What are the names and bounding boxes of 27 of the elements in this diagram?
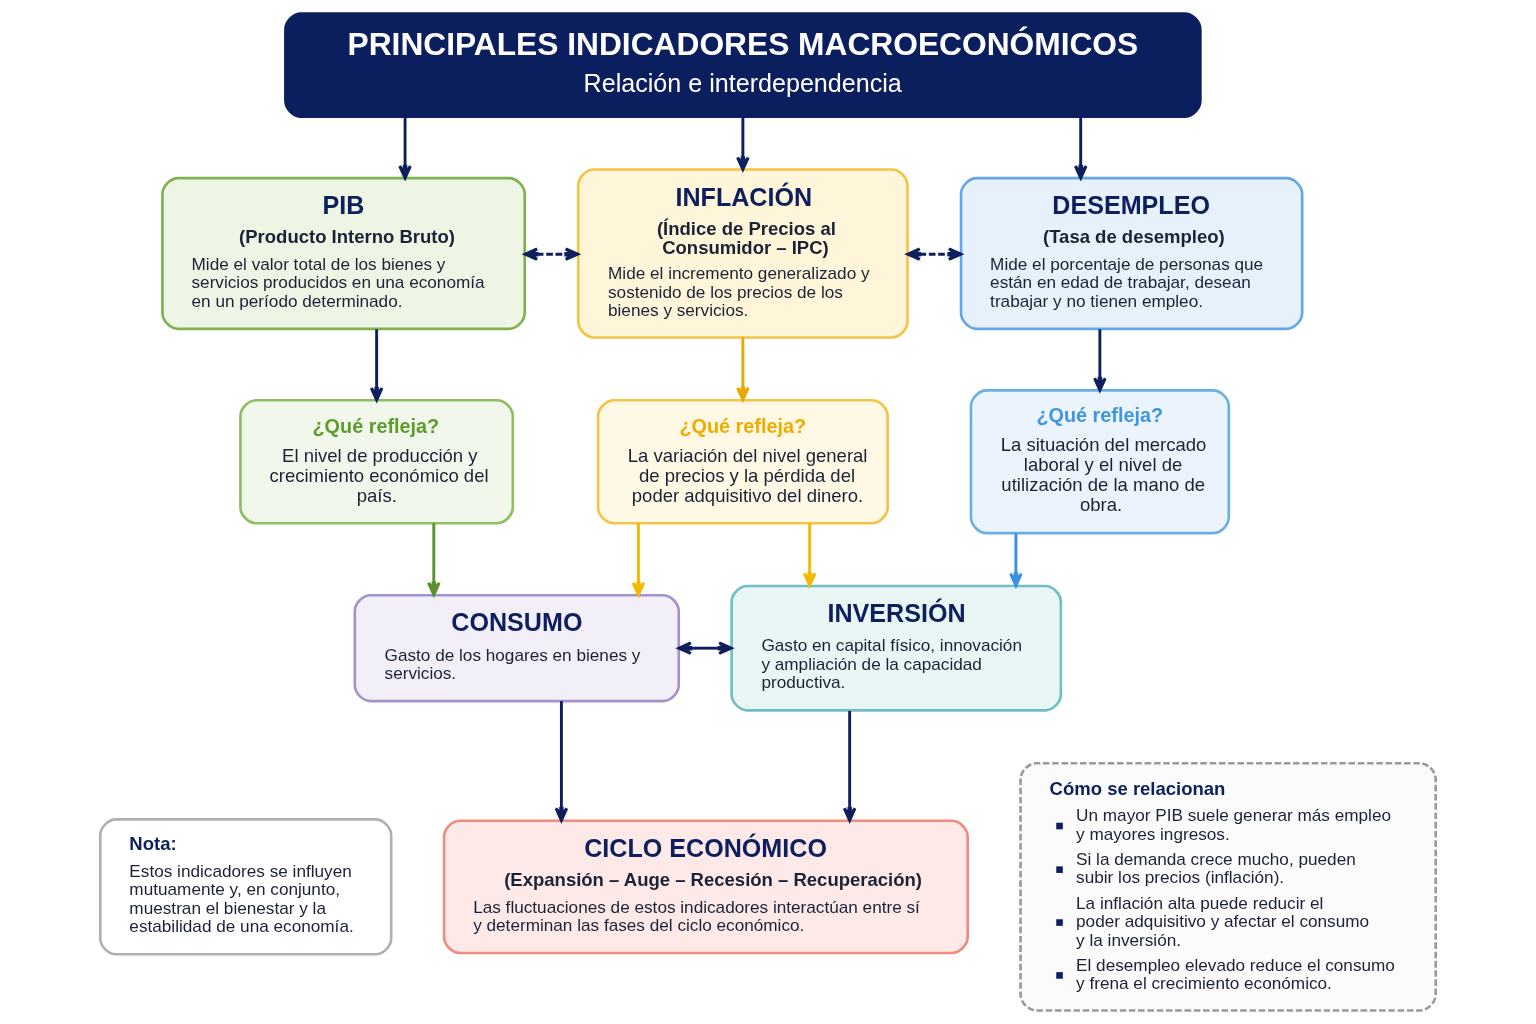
arrow	[677, 641, 733, 655]
node-box: ¿Qué refleja? El nivel de producción y crecimiento económico del país.	[239, 398, 515, 525]
arrow	[427, 523, 441, 597]
node-box: Cómo se relacionan Un mayor PIB suele generar más empleo y mayores ingresos. Si la demanda crece mucho, pueden subir los precios (inflación). La inflación alta puede reducir el poder adquisitivo y afectar el consumo y la inversión. El desempleo elevado reduce el consumo y frena el crecimiento económico.	[1019, 761, 1438, 1012]
arrow	[554, 701, 569, 822]
arrow	[369, 329, 384, 402]
node-box: PIB (Producto Interno Bruto) Mide el valor total de los bienes y servicios producidos en una economía en un período determinado.	[161, 176, 527, 331]
node-box: INVERSIÓN Gasto en capital físico, innovación y ampliación de la capacidad productiva.	[730, 584, 1063, 712]
node-box: INFLACIÓN (Índice de Precios al Consumidor – IPC) Mide el incremento generalizado y sostenido de los precios de los bienes y servicios.	[576, 168, 909, 339]
arrow	[842, 710, 857, 822]
arrow	[736, 117, 750, 171]
node-box: ¿Qué refleja? La variación del nivel general de precios y la pérdida del poder adquisitivo del dinero.	[596, 398, 889, 525]
arrow	[802, 523, 817, 587]
arrow	[1009, 533, 1023, 588]
arrow	[523, 247, 580, 261]
arrow	[398, 117, 412, 180]
node-box: CONSUMO Gasto de los hogares en bienes y servicios.	[353, 593, 681, 703]
arrow	[736, 337, 750, 402]
arrow	[1073, 117, 1088, 180]
node-box: DESEMPLEO (Tasa de desempleo) Mide el porcentaje de personas que están en edad de trabajar, desean trabajar y no tienen empleo.	[959, 176, 1304, 331]
arrow	[1093, 329, 1107, 392]
arrow	[906, 247, 963, 261]
arrow	[631, 523, 646, 597]
node-box: CICLO ECONÓMICO (Expansión – Auge – Recesión – Recuperación) Las fluctuaciones de estos indicadores interactúan entre sí y determinan las fases del ciclo económico.	[442, 819, 969, 955]
node-box: Nota: Estos indicadores se influyen mutuamente y, en conjunto, muestran el bienestar y la estabilidad de una economía.	[98, 818, 393, 956]
node-box: ¿Qué refleja? La situación del mercado laboral y el nivel de utilización de la mano de obra.	[969, 389, 1231, 535]
node-box: PRINCIPALES INDICADORES MACROECONÓMICOS Relación e interdependencia	[284, 12, 1202, 118]
